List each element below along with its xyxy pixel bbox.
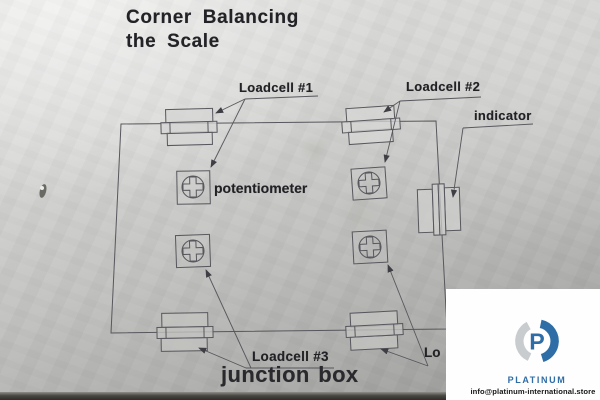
potentiometer-1-icon: [176, 170, 211, 205]
potentiometer-4-icon: [351, 229, 389, 265]
loadcell-3-icon: [156, 312, 214, 352]
indicator-icon: [416, 183, 462, 236]
label-loadcell-4-partial: Lo: [424, 345, 441, 360]
title-line-1: Corner Balancing: [126, 7, 299, 28]
brand-name: PLATINUM: [507, 375, 567, 385]
leader-lines: [198, 95, 534, 369]
scale-outline: [110, 120, 448, 334]
loadcell-4-icon: [345, 310, 404, 351]
contact-email: info@platinum-international.store: [470, 387, 596, 396]
watermark-content: P PLATINUM info@platinum-international.s…: [470, 289, 600, 396]
label-loadcell-1: Loadcell #1: [239, 80, 314, 95]
label-indicator: indicator: [474, 108, 532, 123]
potentiometer-2-icon: [350, 166, 388, 201]
photo-edge-shadow: [0, 392, 447, 400]
paper-blemish-highlight: [40, 186, 44, 190]
label-potentiometer: potentiometer: [214, 180, 308, 196]
logo-letter: P: [529, 329, 544, 355]
label-loadcell-3: Loadcell #3: [252, 349, 329, 364]
page-title: Corner Balancing the Scale: [126, 6, 299, 54]
label-junction-box: junction box: [221, 362, 359, 387]
platinum-logo-icon: P: [515, 319, 559, 363]
title-line-2: the Scale: [126, 31, 220, 52]
loadcell-2-icon: [341, 104, 401, 146]
potentiometer-3-icon: [174, 233, 212, 269]
label-loadcell-2: Loadcell #2: [406, 79, 481, 94]
loadcell-1-icon: [160, 107, 218, 147]
watermark-card: P PLATINUM info@platinum-international.s…: [446, 289, 600, 400]
